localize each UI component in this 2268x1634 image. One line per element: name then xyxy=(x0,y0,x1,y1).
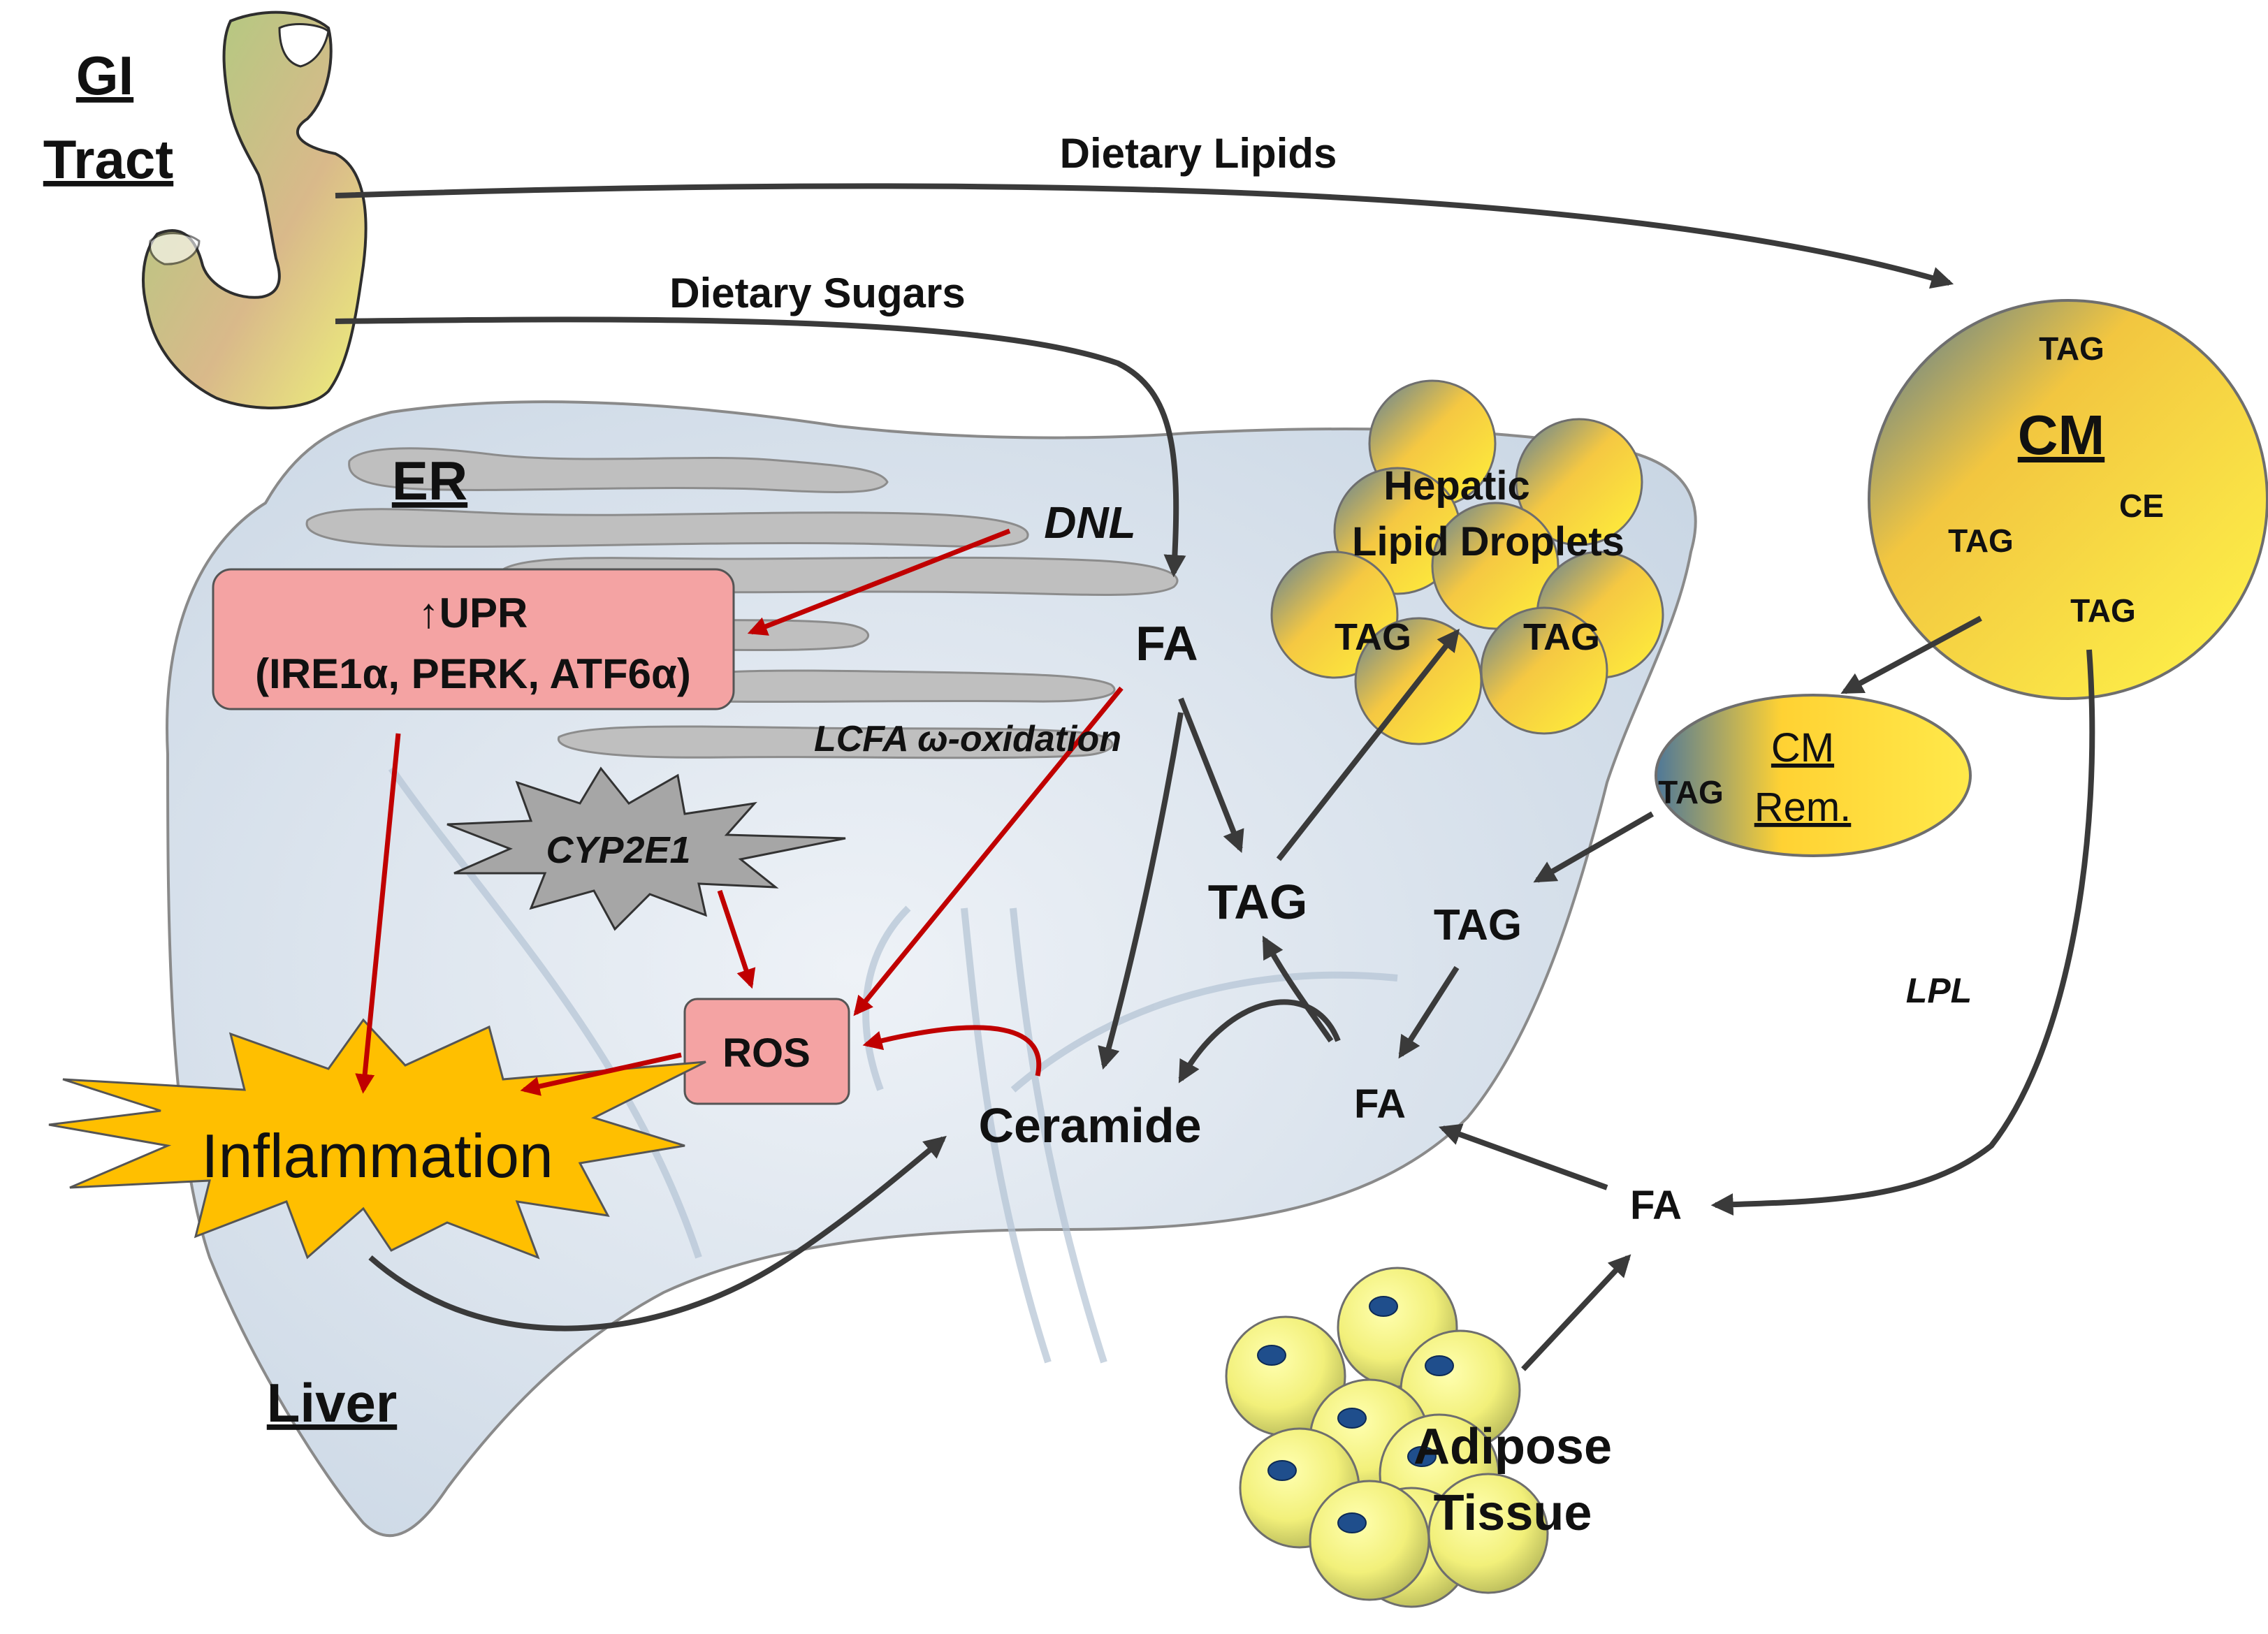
arrow-fa-bottom-to-fa xyxy=(1438,1123,1608,1190)
arrow-dietary-sugars xyxy=(335,316,1186,578)
inflammation-burst xyxy=(48,1018,706,1260)
arrow-lpl xyxy=(1710,649,2095,1216)
ros-box xyxy=(683,998,850,1105)
dark-arrows xyxy=(335,183,2095,1371)
fa-bottom-label: FA xyxy=(1630,1183,1682,1228)
cmrem-tag-label: TAG xyxy=(1658,774,1724,810)
ld-tag-right-label: TAG xyxy=(1523,616,1600,658)
arrow-tag-to-fa xyxy=(1398,965,1460,1059)
lcfa-oxidation-label: LCFA ω-oxidation xyxy=(814,719,1121,759)
arrow-dnl-to-upr xyxy=(747,528,1011,636)
arrow-adipose-to-fa xyxy=(1521,1254,1631,1371)
ceramide-label: Ceramide xyxy=(978,1098,1201,1153)
cmrem-label-line2: Rem. xyxy=(1754,785,1852,830)
er-label: ER xyxy=(392,450,467,511)
upr-label-line1: ↑UPR xyxy=(419,590,528,636)
dietary-sugars-label: Dietary Sugars xyxy=(669,270,966,316)
gi-tract-label-line2: Tract xyxy=(43,129,173,190)
arrow-fa-to-ceramide-curve xyxy=(1178,999,1341,1084)
inflammation-label: Inflammation xyxy=(201,1121,553,1190)
arrow-ceramide-to-ros xyxy=(862,1025,1042,1077)
hepatic-ld-label-line2: Lipid Droplets xyxy=(1352,519,1624,564)
arrow-cm-to-cmrem xyxy=(1840,615,1982,694)
dnl-label: DNL xyxy=(1044,497,1136,548)
dietary-lipids-label: Dietary Lipids xyxy=(1060,130,1337,177)
arrow-tag-to-droplets xyxy=(1276,628,1460,861)
arrow-fa-to-tag xyxy=(1178,697,1244,853)
chylomicron xyxy=(1868,299,2268,700)
gi-tract-shape xyxy=(142,10,368,409)
cmrem-label-line1: CM xyxy=(1771,725,1834,771)
cm-tag-left-label: TAG xyxy=(1948,523,2014,559)
hepatic-ld-label-line1: Hepatic xyxy=(1383,463,1530,509)
fa-top-label: FA xyxy=(1135,616,1198,671)
cm-tag-right-label: TAG xyxy=(2070,592,2136,629)
adipose-nuclei xyxy=(1257,1296,1454,1533)
arrow-cyp-to-ros xyxy=(717,889,756,989)
lpl-label: LPL xyxy=(1906,971,1972,1010)
cm-tag-top-label: TAG xyxy=(2039,330,2105,367)
arrow-upr-to-inflammation xyxy=(355,733,401,1094)
cm-ce-label: CE xyxy=(2119,488,2164,524)
ros-label: ROS xyxy=(722,1030,810,1076)
fa-mid-label: FA xyxy=(1354,1081,1406,1127)
cm-label: CM xyxy=(2018,404,2105,466)
cyp2e1-label: CYP2E1 xyxy=(546,829,690,871)
gi-tract-label-line1: GI xyxy=(76,45,133,106)
arrow-ros-to-inflammation xyxy=(520,1052,682,1096)
cyp2e1-burst xyxy=(446,766,846,931)
arrow-fa-to-ceramide xyxy=(1098,712,1184,1070)
ld-tag-left-label: TAG xyxy=(1335,616,1411,658)
adipose-label-line2: Tissue xyxy=(1434,1485,1592,1541)
tag-right-label: TAG xyxy=(1434,901,1522,949)
upr-label-line2: (IRE1α, PERK, ATF6α) xyxy=(255,650,691,697)
red-arrows xyxy=(355,528,1124,1096)
liver-label: Liver xyxy=(267,1372,397,1434)
upr-box xyxy=(212,568,735,710)
arrow-dietary-lipids xyxy=(335,183,1954,289)
arrow-cmrem-to-tag xyxy=(1533,811,1654,883)
cm-remnant xyxy=(1655,694,1972,857)
arrow-fa-to-tag-center xyxy=(1262,935,1334,1043)
arrow-inflammation-to-ceramide xyxy=(368,1135,947,1332)
liver-vessels xyxy=(388,766,1398,1364)
arrow-er-to-ros xyxy=(853,686,1124,1016)
tag-center-label: TAG xyxy=(1208,875,1308,929)
adipose-label-line1: Adipose xyxy=(1413,1419,1612,1475)
